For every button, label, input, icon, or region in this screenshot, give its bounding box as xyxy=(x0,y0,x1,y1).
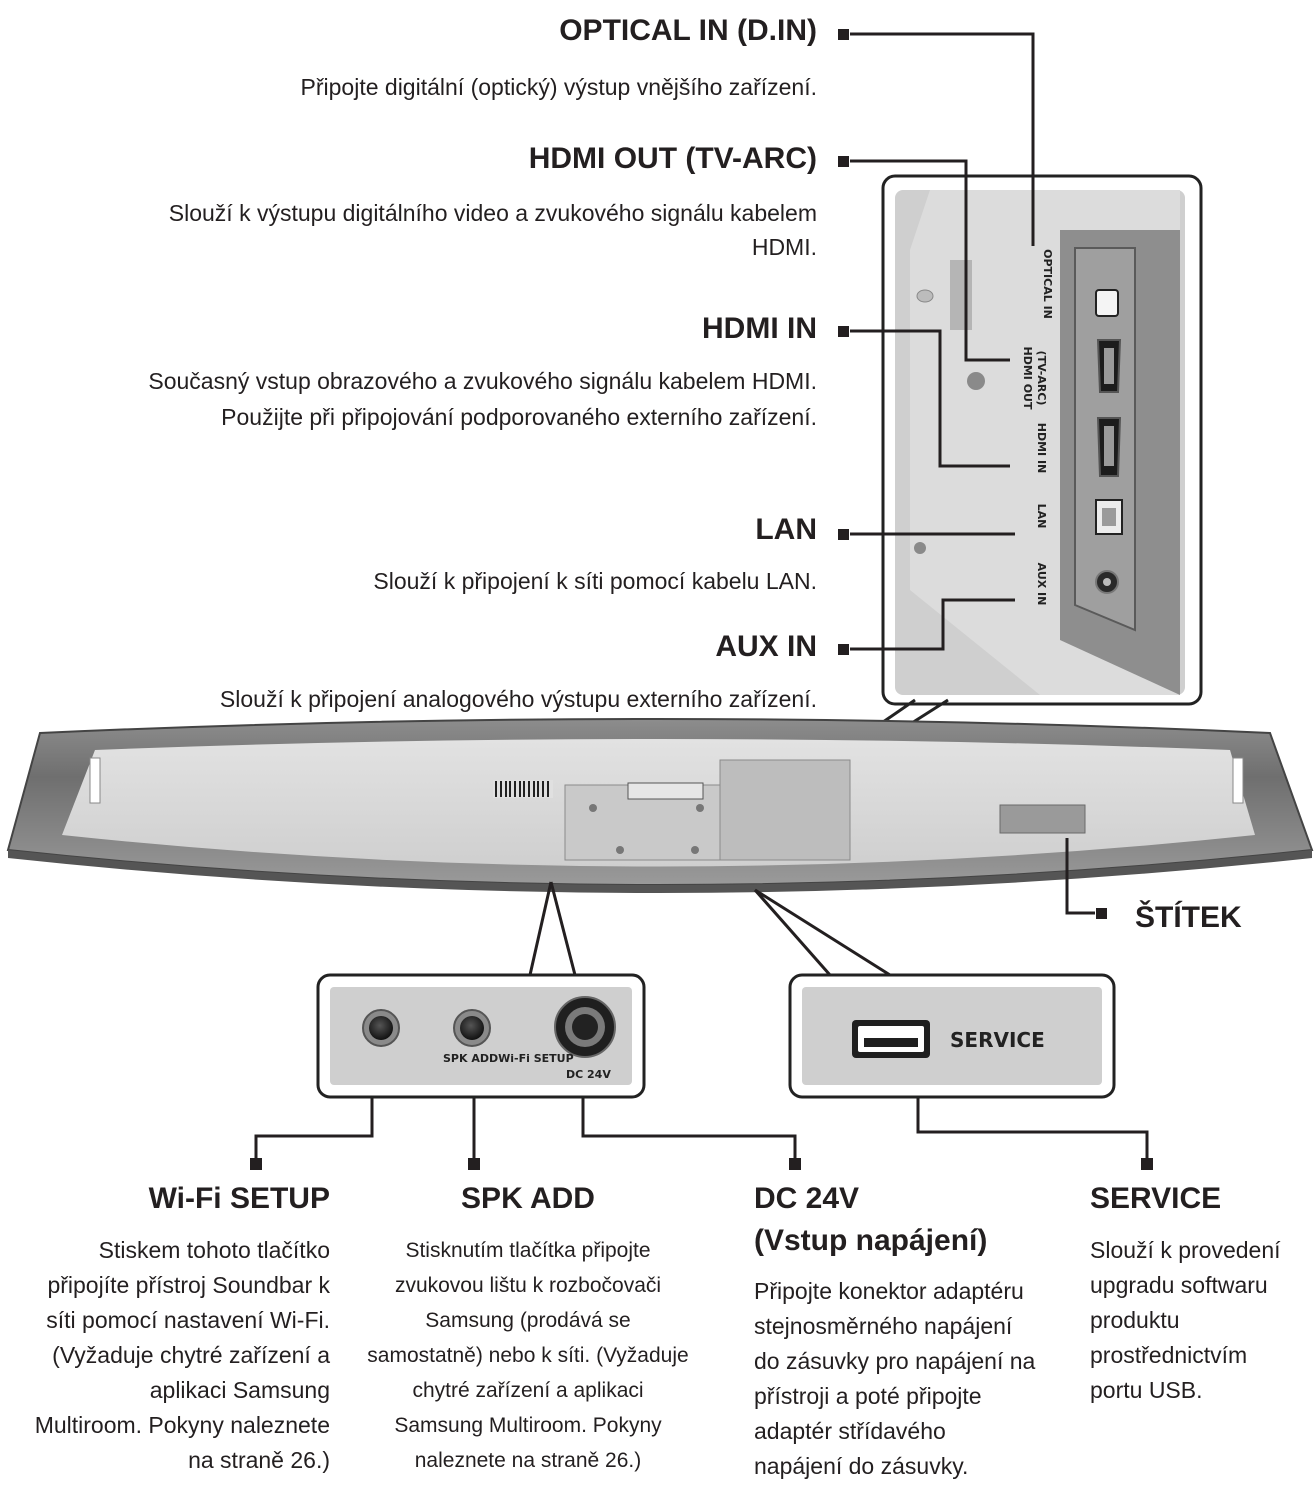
service-panel xyxy=(788,973,1116,1099)
service-title: SERVICE xyxy=(1090,1182,1222,1215)
dc-24v-desc-line: adaptér střídavého xyxy=(754,1418,946,1444)
soundbar-rear-view xyxy=(6,718,1314,893)
hdmi-in-title: HDMI IN xyxy=(702,312,817,345)
bullet-markers xyxy=(250,29,1153,1170)
wifi-setup-desc-line: připojíte přístroj Soundbar k xyxy=(47,1272,330,1298)
panel-label-hdmi-out-1: HDMI OUT xyxy=(1021,347,1034,410)
service-desc-line: upgradu softwaru xyxy=(1090,1272,1268,1298)
wifi-setup-desc-line: aplikaci Samsung xyxy=(149,1377,330,1403)
spk-add-desc-line: samostatně) nebo k síti. (Vyžaduje xyxy=(367,1344,689,1367)
panel-label-hdmi-in: HDMI IN xyxy=(1035,423,1048,474)
service-desc-line: prostřednictvím xyxy=(1090,1342,1248,1368)
dc-24v-desc-line: napájení do zásuvky. xyxy=(754,1453,969,1479)
dc-24v-desc-line: stejnosměrného napájení xyxy=(754,1313,1013,1339)
dc-24v-desc-line: přístroji a poté připojte xyxy=(754,1383,982,1409)
connector-panel-zoom xyxy=(881,174,1203,706)
spk-add-desc: Stisknutím tlačítka připojte zvukovou li… xyxy=(352,1233,704,1478)
dc-24v-desc-line: Připojte konektor adaptéru xyxy=(754,1278,1024,1304)
service-desc-line: portu USB. xyxy=(1090,1377,1203,1403)
hdmi-in-desc-2: Použijte při připojování podporovaného e… xyxy=(221,404,817,430)
dc-24v-title-1: DC 24V xyxy=(754,1182,860,1215)
panel-label-service: SERVICE xyxy=(950,1028,1045,1052)
service-desc-line: Slouží k provedení xyxy=(1090,1237,1281,1263)
panel-label-aux-in: AUX IN xyxy=(1035,563,1048,606)
hdmi-in-desc-1: Současný vstup obrazového a zvukového si… xyxy=(148,368,817,394)
spk-add-title: SPK ADD xyxy=(461,1182,595,1215)
wifi-setup-desc-line: Stiskem tohoto tlačítko xyxy=(98,1237,330,1263)
hdmi-out-title: HDMI OUT (TV-ARC) xyxy=(528,142,817,175)
panel-label-dc: DC 24V xyxy=(566,1068,611,1081)
panel-label-lan: LAN xyxy=(1035,504,1048,529)
wifi-setup-desc: Stiskem tohoto tlačítko připojíte přístr… xyxy=(0,1233,330,1478)
lan-desc: Slouží k připojení k síti pomocí kabelu … xyxy=(373,568,817,594)
spk-add-desc-line: Samsung (prodává se xyxy=(425,1309,631,1332)
aux-in-title: AUX IN xyxy=(715,630,817,663)
spk-add-desc-line: zvukovou lištu k rozbočovači xyxy=(394,1274,662,1297)
dc-24v-desc-line: do zásuvky pro napájení na xyxy=(754,1348,1036,1374)
panel-label-optical: OPTICAL IN xyxy=(1041,249,1054,319)
aux-in-desc: Slouží k připojení analogového výstupu e… xyxy=(219,686,817,712)
spk-add-desc-line: Samsung Multiroom. Pokyny xyxy=(394,1414,662,1437)
spk-add-desc-line: naleznete na straně 26.) xyxy=(414,1449,642,1472)
wifi-setup-title: Wi-Fi SETUP xyxy=(148,1182,330,1215)
dc-24v-desc: Připojte konektor adaptéru stejnosměrnéh… xyxy=(754,1274,1074,1484)
service-desc: Slouží k provedení upgradu softwaru prod… xyxy=(1090,1233,1310,1408)
lan-title: LAN xyxy=(755,513,817,546)
spk-add-desc-line: chytré zařízení a aplikaci xyxy=(412,1379,644,1402)
wifi-setup-desc-line: Multiroom. Pokyny naleznete xyxy=(34,1412,330,1438)
hdmi-out-desc-1: Slouží k výstupu digitálního video a zvu… xyxy=(168,200,817,226)
bottom-connector-panel xyxy=(316,973,646,1099)
wifi-setup-desc-line: (Vyžaduje chytré zařízení a xyxy=(52,1342,330,1368)
service-desc-line: produktu xyxy=(1090,1307,1180,1333)
hdmi-out-desc-2: HDMI. xyxy=(751,234,817,260)
dc-24v-title-2: (Vstup napájení) xyxy=(754,1224,988,1257)
wifi-setup-desc-line: na straně 26.) xyxy=(188,1447,330,1473)
optical-title: OPTICAL IN (D.IN) xyxy=(559,14,817,47)
spk-add-desc-line: Stisknutím tlačítka připojte xyxy=(405,1239,651,1262)
wifi-setup-desc-line: síti pomocí nastavení Wi-Fi. xyxy=(46,1307,330,1333)
stitek-title: ŠTÍTEK xyxy=(1135,901,1242,934)
optical-desc: Připojte digitální (optický) výstup vněj… xyxy=(300,74,817,100)
panel-label-spk-wifi: SPK ADDWi-Fi SETUP xyxy=(443,1052,574,1065)
panel-label-hdmi-out-2: (TV-ARC) xyxy=(1035,351,1048,406)
